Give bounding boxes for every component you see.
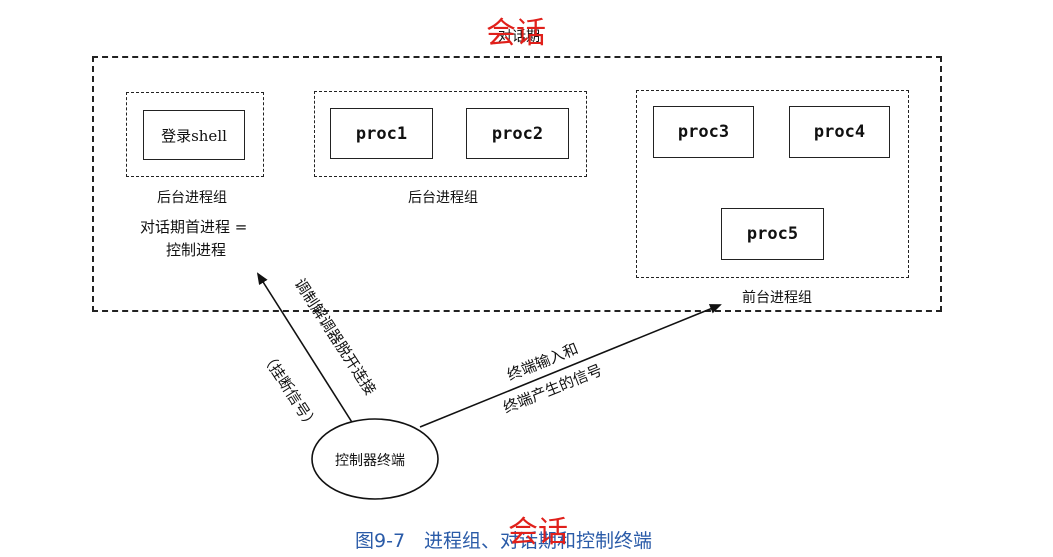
process-proc3: proc3 bbox=[653, 106, 754, 158]
process-login-shell: 登录shell bbox=[143, 110, 245, 160]
process-group-background bbox=[314, 91, 587, 177]
process-group-foreground bbox=[636, 90, 909, 278]
group-label-background-1: 后台进程组 bbox=[157, 190, 227, 206]
group-label-foreground: 前台进程组 bbox=[742, 290, 812, 306]
process-proc4-label: proc4 bbox=[813, 122, 866, 142]
process-login-shell-label: 登录shell bbox=[161, 126, 227, 145]
process-proc2-label: proc2 bbox=[491, 123, 544, 144]
session-label: 对话期 bbox=[498, 29, 540, 45]
process-proc5-label: proc5 bbox=[746, 224, 799, 244]
process-proc3-label: proc3 bbox=[677, 122, 730, 142]
caption-overlay-title: 会话 bbox=[508, 515, 568, 550]
process-proc4: proc4 bbox=[789, 106, 890, 158]
controlling-terminal-label: 控制器终端 bbox=[335, 453, 405, 469]
session-overlay-title: 会话 bbox=[486, 16, 546, 51]
controlling-terminal-shape bbox=[311, 418, 439, 500]
session-leader-line2: 控制进程 bbox=[166, 241, 227, 259]
group-label-background-2: 后台进程组 bbox=[408, 190, 478, 206]
process-proc1: proc1 bbox=[330, 108, 433, 159]
process-proc1-label: proc1 bbox=[355, 123, 408, 144]
session-boundary bbox=[92, 56, 942, 312]
session-leader-line1: 对话期首进程 = bbox=[140, 218, 248, 236]
hangup-arrow bbox=[256, 272, 356, 428]
figure-caption: 图9-7 进程组、对话期和控制终端 bbox=[355, 530, 653, 552]
terminal-signal-arrow bbox=[419, 304, 722, 428]
process-proc5: proc5 bbox=[721, 208, 824, 260]
process-proc2: proc2 bbox=[466, 108, 569, 159]
process-group-login bbox=[126, 92, 264, 177]
